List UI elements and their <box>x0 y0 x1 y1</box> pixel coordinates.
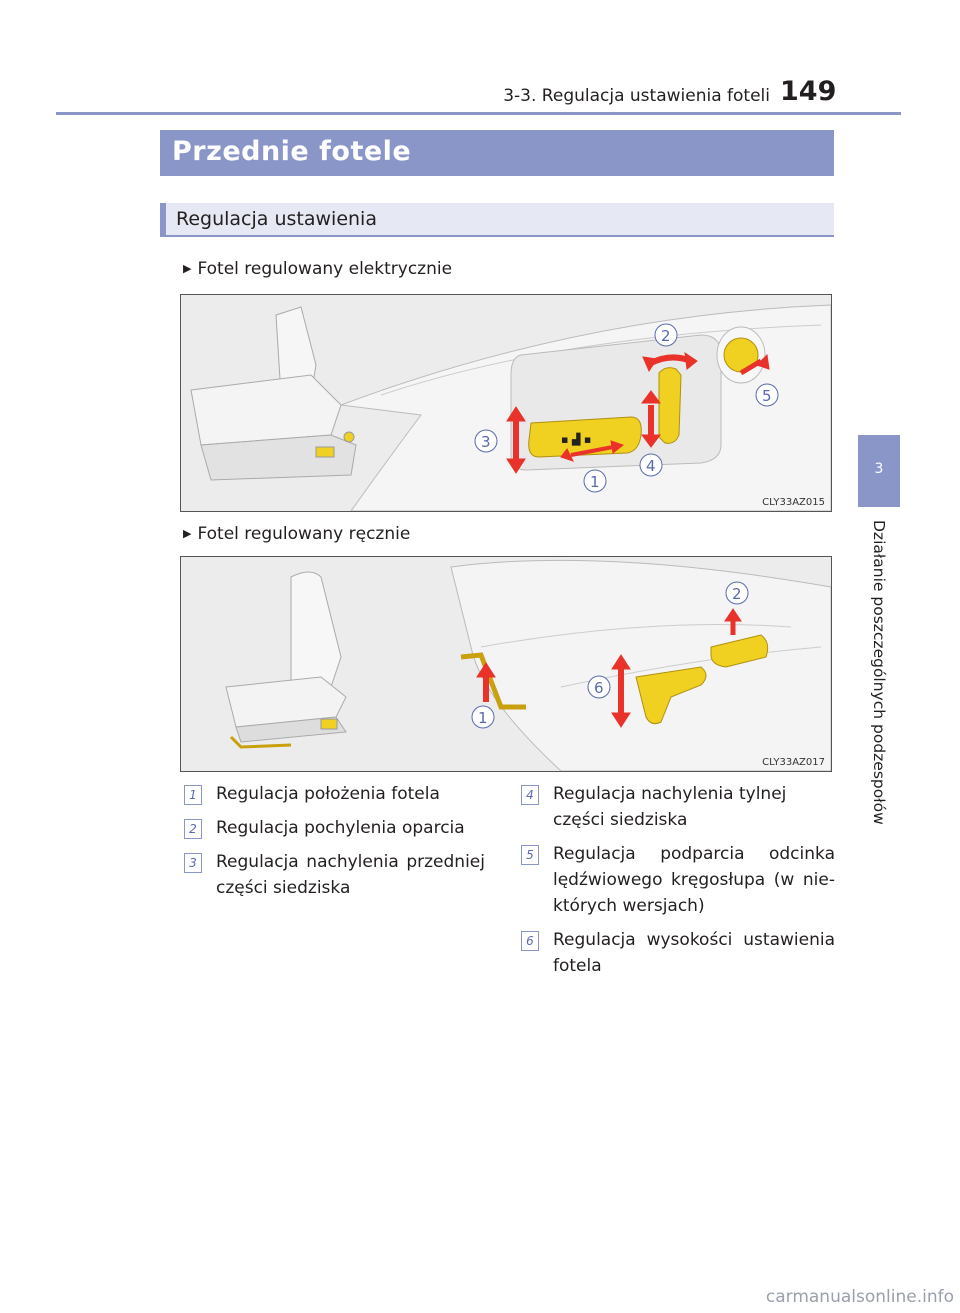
svg-text:1: 1 <box>478 709 488 727</box>
legend-text: Regulacja nachylenia przedniej części si… <box>216 852 485 898</box>
legend-number: 5 <box>521 845 539 865</box>
figure-power-seat: ▪ ▟ ▪ 1 2 3 4 5 <box>180 294 832 512</box>
legend-left-column: 1 Regulacja położenia fotela 2 Regulacja… <box>180 781 485 909</box>
legend-number: 2 <box>184 819 202 839</box>
svg-text:2: 2 <box>732 585 742 603</box>
manual-seat-illustration: 1 2 6 <box>181 557 831 771</box>
legend-item: 4 Regulacja nachylenia tylnej części sie… <box>517 781 835 833</box>
triangle-bullet-icon: ▶ <box>183 262 192 275</box>
triangle-bullet-icon: ▶ <box>183 527 192 540</box>
chapter-title: 3-3. Regulacja ustawienia foteli <box>503 86 770 106</box>
header-rule <box>56 112 901 115</box>
subsection-title: Regulacja ustawienia <box>176 208 377 230</box>
legend-number: 1 <box>184 785 202 805</box>
legend-item: 5 Regulacja podparcia odcinka lędźwioweg… <box>517 841 835 919</box>
svg-text:3: 3 <box>481 433 491 451</box>
legend-text: Regulacja położenia fotela <box>216 784 440 804</box>
svg-text:2: 2 <box>661 327 671 345</box>
legend-text: Regulacja wysokości ustawienia fotela <box>553 930 835 976</box>
svg-text:6: 6 <box>594 679 604 697</box>
figure-code: CLY33AZ015 <box>762 497 825 508</box>
section-title-bar: Przednie fotele <box>160 130 834 176</box>
legend-right-column: 4 Regulacja nachylenia tylnej części sie… <box>517 781 835 987</box>
svg-text:▪ ▟ ▪: ▪ ▟ ▪ <box>561 432 591 446</box>
chapter-side-tab[interactable]: 3 <box>858 435 900 507</box>
legend-number: 6 <box>521 931 539 951</box>
svg-text:1: 1 <box>590 473 600 491</box>
chapter-side-label: Działanie poszczególnych podzespołów <box>868 520 890 850</box>
svg-text:4: 4 <box>646 457 656 475</box>
figure-code: CLY33AZ017 <box>762 757 825 768</box>
power-seat-illustration: ▪ ▟ ▪ 1 2 3 4 5 <box>181 295 831 511</box>
figure-caption-text: Fotel regulowany ręcznie <box>197 524 411 544</box>
subsection-title-bar: Regulacja ustawienia <box>160 203 834 237</box>
figure-manual-seat: 1 2 6 CLY33AZ017 <box>180 556 832 772</box>
legend-number: 3 <box>184 853 202 873</box>
legend-number: 4 <box>521 785 539 805</box>
chapter-side-tab-number: 3 <box>874 461 884 477</box>
chapter-side-label-text: Działanie poszczególnych podzespołów <box>870 520 888 825</box>
legend-item: 1 Regulacja położenia fotela <box>180 781 485 807</box>
legend-item: 2 Regulacja pochylenia oparcia <box>180 815 485 841</box>
figure-caption-power-seat: ▶ Fotel regulowany elektrycznie <box>183 259 452 279</box>
svg-text:5: 5 <box>762 387 772 405</box>
section-title: Przednie fotele <box>172 136 412 167</box>
figure-caption-text: Fotel regulowany elektrycznie <box>197 259 453 279</box>
legend-text: Regulacja nachylenia tylnej części siedz… <box>553 784 787 830</box>
figure-caption-manual-seat: ▶ Fotel regulowany ręcznie <box>183 524 410 544</box>
legend-text: Regulacja pochylenia oparcia <box>216 818 465 838</box>
legend-item: 6 Regulacja wysokości ustawienia fotela <box>517 927 835 979</box>
legend-item: 3 Regulacja nachylenia przedniej części … <box>180 849 485 901</box>
page-number: 149 <box>780 76 837 107</box>
watermark: carmanualsonline.info <box>765 1287 954 1307</box>
legend-text: Regulacja podparcia odcinka lędźwiowego … <box>553 844 835 916</box>
